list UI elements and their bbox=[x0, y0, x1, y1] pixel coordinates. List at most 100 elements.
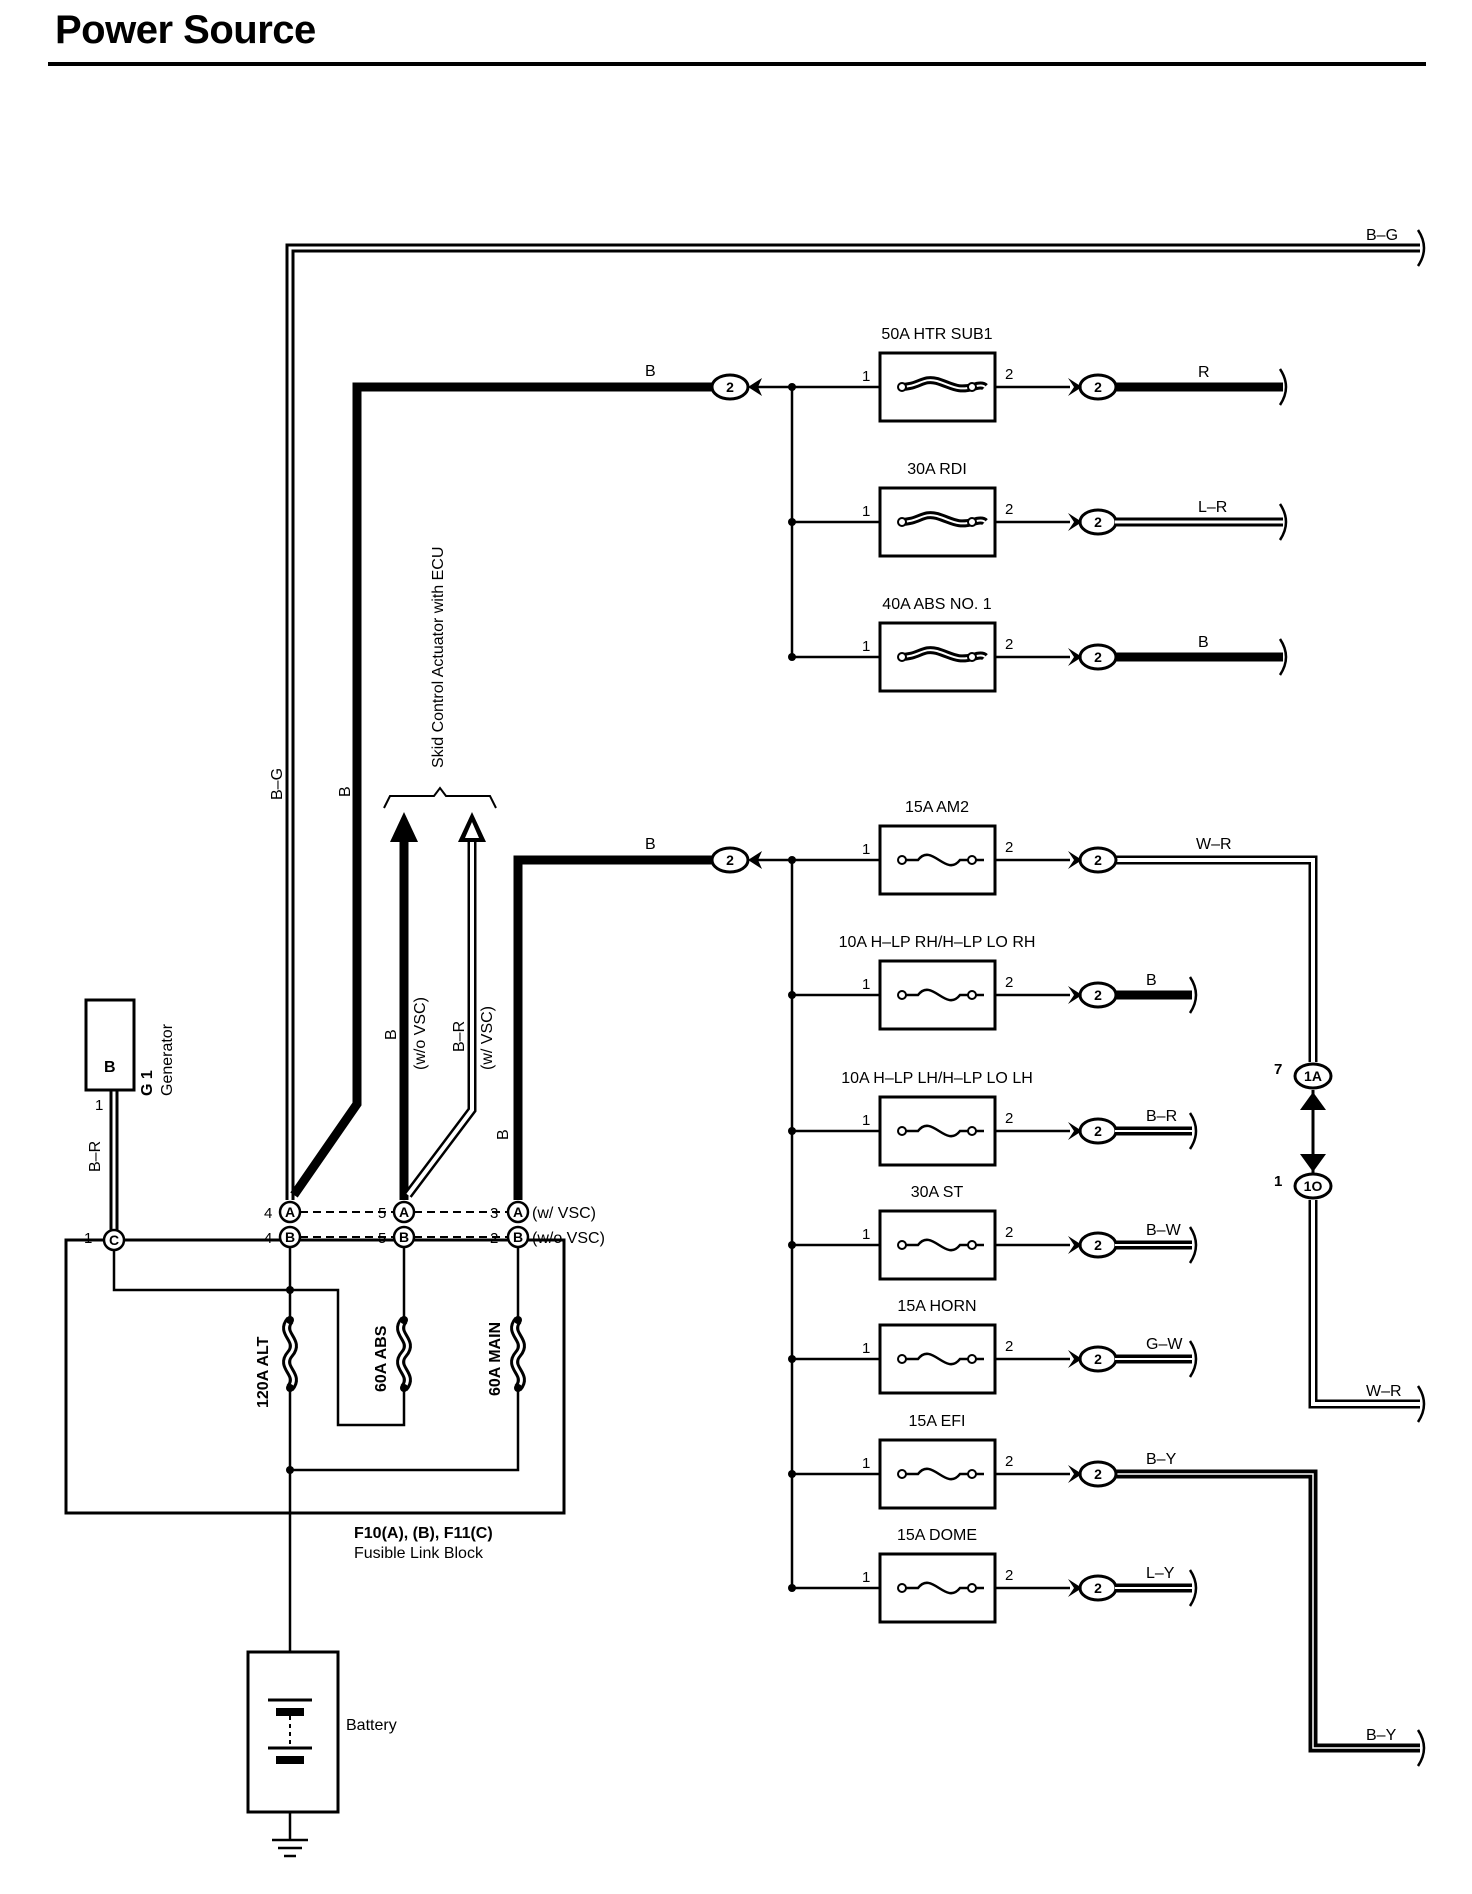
connector-a-0: A bbox=[278, 1200, 302, 1224]
fuse-pin-in: 1 bbox=[862, 1112, 870, 1129]
fuse-pin-in: 1 bbox=[862, 976, 870, 993]
junction-1o: 1O bbox=[1293, 1172, 1333, 1200]
connector-a-2: A bbox=[506, 1200, 530, 1224]
connector-pin-label: 2 bbox=[1094, 649, 1102, 665]
generator-terminal: B bbox=[104, 1059, 116, 1076]
fuse-pin-in: 1 bbox=[862, 503, 870, 520]
title-rule bbox=[48, 62, 1426, 66]
svg-text:A: A bbox=[285, 1204, 295, 1220]
fuse-pin-in: 1 bbox=[862, 1340, 870, 1357]
wire-label-br-skid-cond: (w/ VSC) bbox=[479, 1006, 496, 1070]
upper-fuse-row-0: 2 50A HTR SUB1 1 2 R bbox=[788, 326, 1288, 423]
fusible-block-title: F10(A), (B), F11(C) bbox=[354, 1525, 493, 1542]
svg-text:B: B bbox=[513, 1229, 523, 1245]
generator-box bbox=[84, 998, 136, 1092]
fusible-block-subtitle: Fusible Link Block bbox=[354, 1545, 484, 1562]
fuse-label-abs: 60A ABS bbox=[373, 1325, 390, 1392]
connector-pin-label: 2 bbox=[1094, 379, 1102, 395]
connector-a-1: A bbox=[392, 1200, 416, 1224]
wire-label-bg-vertical: B–G bbox=[269, 768, 286, 800]
connector-pin-label: 2 bbox=[1094, 987, 1102, 1003]
pin-b-main: 2 bbox=[490, 1230, 498, 1247]
svg-text:2: 2 bbox=[726, 379, 734, 395]
wire-label-b-upper-bus: B bbox=[645, 363, 656, 380]
connector-b-0: B bbox=[278, 1225, 302, 1249]
fuse-wire-label: L–R bbox=[1198, 499, 1227, 516]
connector-c: C bbox=[102, 1228, 126, 1252]
connector-pin-label: 2 bbox=[1094, 1237, 1102, 1253]
wire-label-bg-top: B–G bbox=[1366, 227, 1398, 244]
wire-b-upper bbox=[290, 382, 716, 1198]
pin-a-abs: 5 bbox=[378, 1205, 386, 1222]
fuse-pin-out: 2 bbox=[1005, 1224, 1013, 1241]
junction-1a-pin: 7 bbox=[1274, 1061, 1282, 1078]
connector-pin-label: 2 bbox=[1094, 852, 1102, 868]
fuse-name: 15A DOME bbox=[897, 1527, 977, 1544]
bus-connector-0: 2 bbox=[710, 373, 762, 401]
fuse-pin-out: 2 bbox=[1005, 1567, 1013, 1584]
skid-actuator-label: Skid Control Actuator with ECU bbox=[430, 547, 447, 768]
wire-label-b-skid: B bbox=[383, 1029, 400, 1040]
connector-b-1: B bbox=[392, 1225, 416, 1249]
fuse-pin-out: 2 bbox=[1005, 974, 1013, 991]
svg-text:A: A bbox=[513, 1204, 523, 1220]
wire-label-b-lower-bus: B bbox=[645, 836, 656, 853]
fuse-pin-out: 2 bbox=[1005, 636, 1013, 653]
bus-connector-1: 2 bbox=[710, 846, 762, 874]
pin-b-abs: 5 bbox=[378, 1230, 386, 1247]
fuse-pin-in: 1 bbox=[862, 1226, 870, 1243]
junction-1o-pin: 1 bbox=[1274, 1173, 1282, 1190]
fuse-pin-out: 2 bbox=[1005, 839, 1013, 856]
fuse-name: 50A HTR SUB1 bbox=[881, 326, 992, 343]
svg-text:A: A bbox=[399, 1204, 409, 1220]
fuse-name: 15A HORN bbox=[897, 1298, 976, 1315]
fuse-label-alt: 120A ALT bbox=[255, 1336, 272, 1408]
fuse-wire-label: B bbox=[1146, 972, 1157, 989]
page-title: Power Source bbox=[55, 8, 316, 52]
fuse-name: 30A ST bbox=[911, 1184, 964, 1201]
svg-text:1A: 1A bbox=[1304, 1068, 1322, 1084]
wire-label-b-main: B bbox=[495, 1129, 512, 1140]
wire-label-br-generator: B–R bbox=[87, 1141, 104, 1172]
pin-a-alt: 4 bbox=[264, 1205, 272, 1222]
wire-label-b-skid-cond: (w/o VSC) bbox=[412, 997, 429, 1070]
fuse-pin-in: 1 bbox=[862, 1569, 870, 1586]
lower-fuse-row-1: 2 10A H–LP RH/H–LP LO RH 1 2 B bbox=[788, 934, 1198, 1031]
wire-label-b-vertical: B bbox=[337, 786, 354, 797]
battery-label: Battery bbox=[346, 1717, 397, 1734]
fuse-name: 10A H–LP RH/H–LP LO RH bbox=[839, 934, 1036, 951]
svg-text:B: B bbox=[285, 1229, 295, 1245]
fuse-label-main: 60A MAIN bbox=[487, 1322, 504, 1396]
wire-label-br-skid: B–R bbox=[451, 1021, 468, 1052]
wire-label-wr-out: W–R bbox=[1196, 836, 1232, 853]
wire-label-wr-bottom: W–R bbox=[1366, 1383, 1402, 1400]
svg-text:2: 2 bbox=[726, 852, 734, 868]
fuse-wire-label: R bbox=[1198, 364, 1210, 381]
fuse-wire-label: L–Y bbox=[1146, 1565, 1175, 1582]
svg-text:B: B bbox=[399, 1229, 409, 1245]
generator-code: G 1 bbox=[139, 1070, 156, 1096]
fuse-pin-out: 2 bbox=[1005, 501, 1013, 518]
fuse-pin-out: 2 bbox=[1005, 1110, 1013, 1127]
generator-name: Generator bbox=[159, 1023, 176, 1096]
battery bbox=[246, 1650, 340, 1814]
connector-pin-label: 2 bbox=[1094, 514, 1102, 530]
fusible-link-block bbox=[64, 1238, 566, 1515]
fuse-pin-out: 2 bbox=[1005, 1338, 1013, 1355]
wire-label-by-bottom: B–Y bbox=[1366, 1727, 1397, 1744]
fuse-wire-label: B–Y bbox=[1146, 1451, 1177, 1468]
connector-b-2: B bbox=[506, 1225, 530, 1249]
fuse-pin-in: 1 bbox=[862, 638, 870, 655]
fuse-pin-out: 2 bbox=[1005, 366, 1013, 383]
row-b-condition: (w/o VSC) bbox=[532, 1230, 605, 1247]
fuse-name: 15A AM2 bbox=[905, 799, 969, 816]
fuse-pin-in: 1 bbox=[862, 368, 870, 385]
